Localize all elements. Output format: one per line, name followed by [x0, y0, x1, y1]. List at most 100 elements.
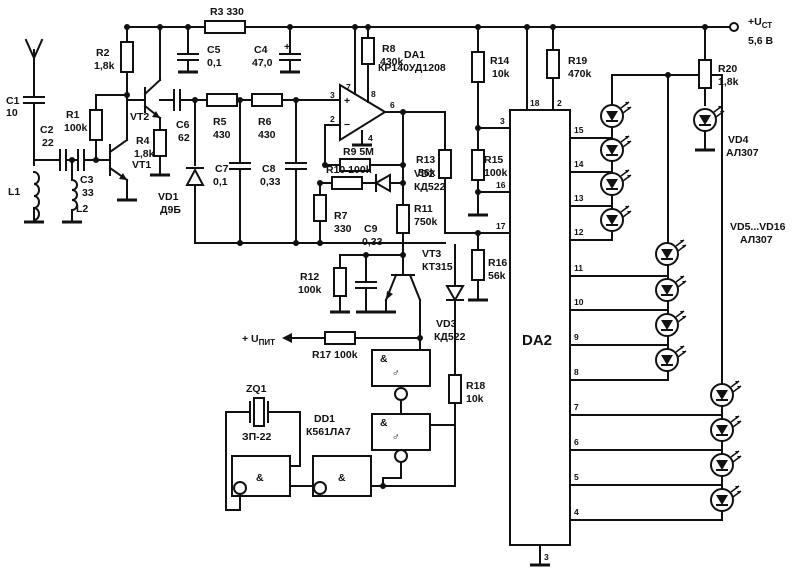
da2-outputs: 15 14 13 12 11 10 9 8 7 6 5 4 — [569, 125, 723, 521]
svg-text:3: 3 — [544, 552, 549, 562]
diode-vd2: VD2 КД522 — [373, 168, 446, 193]
svg-text:56k: 56k — [418, 167, 436, 179]
diode-vd3: VD3 КД522 — [434, 244, 466, 376]
svg-text:R7: R7 — [334, 210, 348, 222]
resistor-r5: R5 430 — [206, 93, 238, 141]
svg-text:6: 6 — [390, 100, 395, 110]
ic-da2: DA2 18 2 3 16 17 3 — [496, 98, 571, 567]
resistor-r8: R8 430k — [361, 26, 404, 68]
svg-text:R9 5M: R9 5M — [343, 146, 374, 158]
svg-text:R16: R16 — [488, 257, 507, 269]
svg-text:430: 430 — [258, 129, 276, 141]
opamp-da1: + − 3 2 6 7 8 4 DA1 КР140УД1208 — [324, 26, 446, 166]
svg-text:C3: C3 — [80, 174, 94, 186]
transistor-vt1: VT1 — [108, 138, 151, 202]
svg-text:VD2: VD2 — [414, 168, 435, 180]
svg-text:R11: R11 — [414, 203, 433, 215]
svg-text:0,1: 0,1 — [213, 176, 228, 188]
capacitor-c3: C3 33 — [77, 149, 94, 199]
svg-text:100k: 100k — [298, 284, 322, 296]
svg-text:DD1: DD1 — [314, 413, 335, 425]
svg-text:9: 9 — [574, 332, 579, 342]
svg-text:L1: L1 — [8, 186, 20, 198]
resistor-r2: R2 1,8k — [94, 26, 134, 96]
svg-text:−: − — [344, 119, 350, 131]
capacitor-c5: C5 0,1 — [176, 26, 222, 74]
svg-text:56k: 56k — [488, 270, 506, 282]
led-column-3: VD5...VD16 АЛ307 — [710, 74, 786, 521]
power-label: +UСТ — [748, 16, 772, 30]
capacitor-c2: C2 22 — [40, 124, 67, 171]
svg-text:750k: 750k — [414, 216, 438, 228]
svg-text:&: & — [338, 472, 346, 484]
svg-text:5: 5 — [574, 472, 579, 482]
resistor-r18: R18 10k — [382, 374, 485, 487]
svg-text:13: 13 — [574, 193, 584, 203]
svg-text:3: 3 — [500, 116, 505, 126]
svg-text:R17 100k: R17 100k — [312, 349, 358, 361]
svg-text:0,33: 0,33 — [260, 176, 281, 188]
svg-text:10k: 10k — [466, 393, 484, 405]
led-column-1 — [600, 74, 669, 241]
svg-text:♂: ♂ — [392, 367, 400, 379]
svg-text:4: 4 — [368, 133, 373, 143]
svg-text:100k: 100k — [484, 167, 508, 179]
svg-text:10: 10 — [6, 107, 18, 119]
gate-dd1-c: & — [231, 455, 321, 497]
svg-text:10: 10 — [574, 297, 584, 307]
svg-text:430: 430 — [213, 129, 231, 141]
svg-text:0,1: 0,1 — [207, 57, 222, 69]
svg-text:4: 4 — [574, 507, 579, 517]
led-column-2 — [655, 74, 723, 381]
svg-text:R2: R2 — [96, 47, 110, 59]
capacitor-c6: C6 62 — [173, 89, 190, 144]
svg-text:К561ЛА7: К561ЛА7 — [306, 426, 351, 438]
svg-text:22: 22 — [42, 137, 54, 149]
svg-text:АЛ307: АЛ307 — [740, 234, 773, 246]
svg-text:R5: R5 — [213, 116, 227, 128]
resistor-r4: R4 1,8k — [134, 117, 172, 177]
svg-text:14: 14 — [574, 159, 584, 169]
svg-text:DA1: DA1 — [404, 49, 425, 61]
svg-text:L2: L2 — [76, 203, 88, 215]
resistor-r1: R1 100k — [64, 94, 103, 161]
svg-text:47,0: 47,0 — [252, 57, 273, 69]
junction-dots — [69, 24, 708, 489]
svg-text:C6: C6 — [176, 119, 190, 131]
svg-text:VT2: VT2 — [130, 111, 149, 123]
capacitor-c1: C1 10 — [6, 95, 45, 166]
inductor-l1: L1 — [8, 170, 46, 224]
svg-text:6: 6 — [574, 437, 579, 447]
resistor-r7: R7 330 — [313, 182, 352, 244]
svg-text:VT3: VT3 — [422, 248, 441, 260]
supply-label: + UПИТ — [242, 333, 275, 347]
svg-text:2: 2 — [557, 98, 562, 108]
svg-text:7: 7 — [346, 82, 351, 92]
svg-text:+: + — [284, 41, 290, 53]
svg-text:3: 3 — [330, 90, 335, 100]
svg-text:11: 11 — [574, 263, 583, 273]
svg-text:R6: R6 — [258, 116, 272, 128]
svg-text:КТ315: КТ315 — [422, 261, 453, 273]
svg-text:VT1: VT1 — [132, 159, 151, 171]
svg-text:18: 18 — [530, 98, 540, 108]
svg-text:&: & — [380, 353, 388, 365]
svg-text:C2: C2 — [40, 124, 54, 136]
svg-text:АЛ307: АЛ307 — [726, 147, 759, 159]
capacitor-c8: C8 0,33 — [260, 99, 307, 244]
svg-text:R19: R19 — [568, 55, 587, 67]
gate-dd1-b: & ♂ — [371, 399, 456, 479]
svg-text:R3 330: R3 330 — [210, 6, 244, 18]
svg-text:R10 100k: R10 100k — [326, 164, 372, 176]
svg-text:C5: C5 — [207, 44, 221, 56]
svg-text:R12: R12 — [300, 271, 319, 283]
antenna — [24, 38, 44, 96]
svg-text:R8: R8 — [382, 43, 396, 55]
svg-text:♂: ♂ — [392, 431, 400, 443]
svg-text:R4: R4 — [136, 135, 150, 147]
svg-text:DA2: DA2 — [522, 332, 552, 349]
svg-text:C9: C9 — [364, 223, 378, 235]
svg-text:R14: R14 — [490, 55, 509, 67]
svg-text:62: 62 — [178, 132, 190, 144]
svg-text:0,33: 0,33 — [362, 236, 383, 248]
